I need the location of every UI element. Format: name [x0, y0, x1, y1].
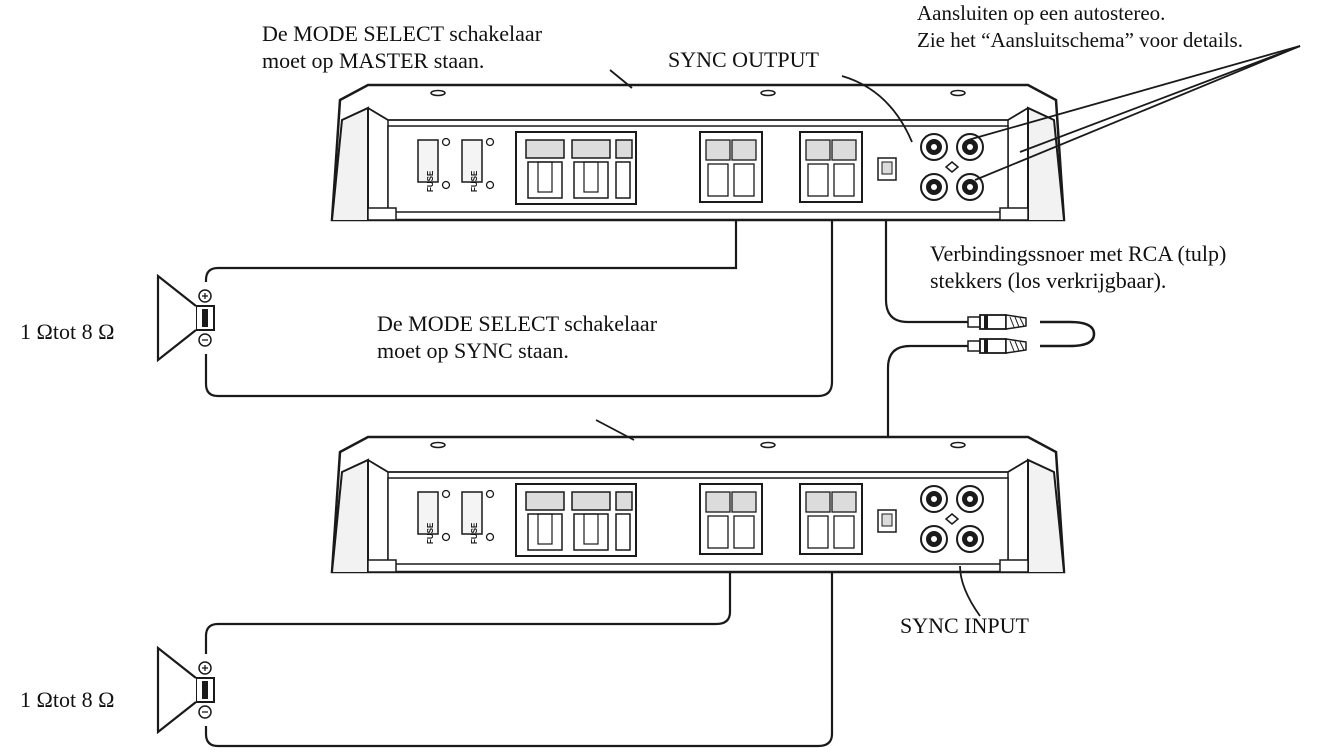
speaker-icon [156, 274, 216, 362]
fuse-label: FUSE [470, 170, 479, 192]
wiring [204, 149, 1096, 748]
leader-lines [595, 45, 1301, 617]
amplifier-icon [330, 83, 1066, 222]
fuse-labels: FUSE FUSE FUSE FUSE [426, 170, 479, 544]
amplifier-slave [330, 435, 1066, 574]
rca-plug-icon [967, 338, 1027, 354]
sync-input-label: SYNC INPUT [900, 613, 1029, 638]
rca-plug-icon [967, 314, 1027, 330]
fuse-label: FUSE [426, 170, 435, 192]
amplifier-icon [330, 435, 1066, 574]
impedance-label-top: 1 Ωtot 8 Ω [20, 319, 115, 344]
fuse-label: FUSE [426, 522, 435, 544]
rca-cable-note: Verbindingssnoer met RCA (tulp) stekkers… [930, 241, 1227, 293]
amplifier-master [330, 83, 1066, 222]
car-stereo-note: Aansluiten op een autostereo. Zie het “A… [917, 1, 1243, 52]
speaker-icon [156, 646, 216, 734]
mode-select-master-note: De MODE SELECT schakelaar moet op MASTER… [262, 21, 543, 73]
sync-output-label: SYNC OUTPUT [668, 47, 819, 72]
impedance-label-bottom: 1 Ωtot 8 Ω [20, 687, 115, 712]
mode-select-sync-note: De MODE SELECT schakelaar moet op SYNC s… [377, 311, 658, 363]
fuse-label: FUSE [470, 522, 479, 544]
